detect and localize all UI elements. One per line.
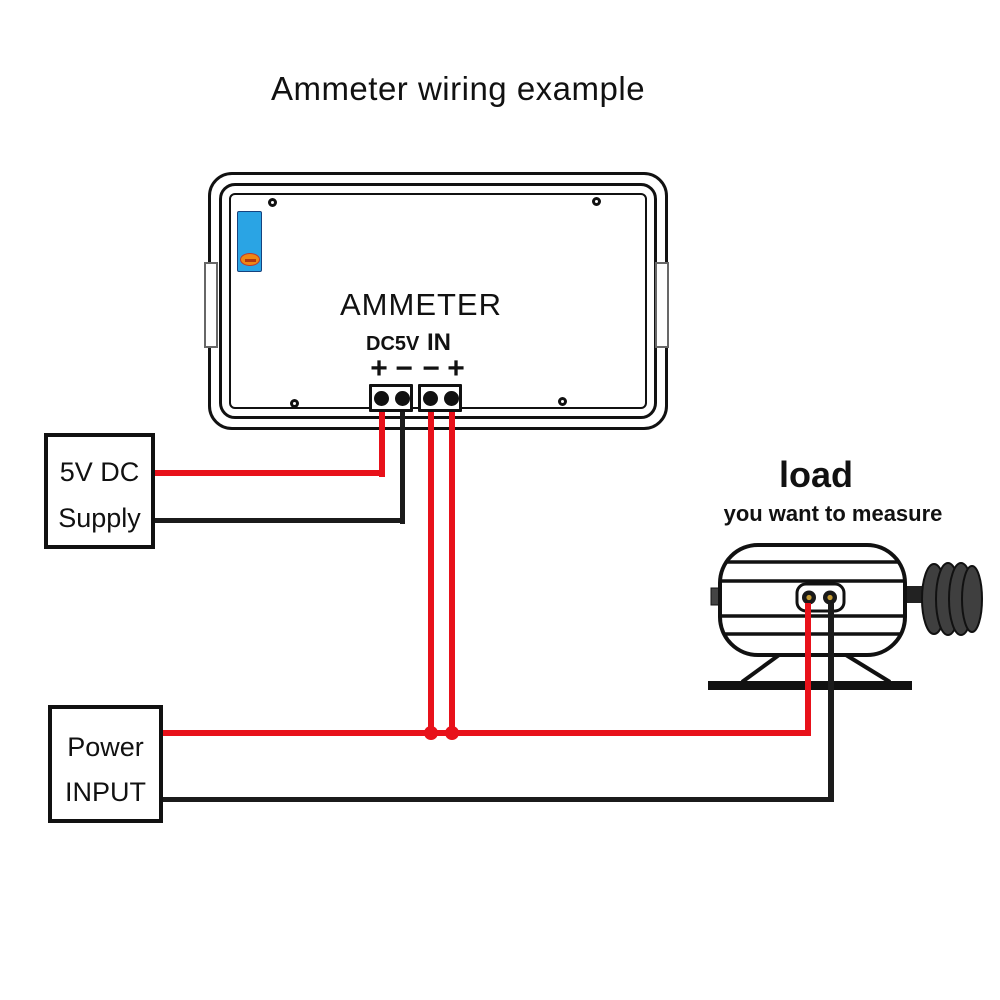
polarity-dc5v-minus: − [395,352,413,385]
screw-hole [558,397,567,406]
label-sticker [237,211,262,272]
terminal-pin-in-minus [423,391,438,406]
motor-leg-right [844,653,892,684]
wire-dc5v-negative-horizontal [155,518,405,523]
in-terminal-group-label: IN [427,329,451,356]
dc5v-terminal-group-label: DC5V [366,333,420,355]
supply-box: 5V DC Supply [44,433,155,549]
power-box-line1: Power [67,732,144,762]
ammeter-label: AMMETER [340,287,502,322]
supply-box-line2: Supply [58,503,141,533]
power-input-box: Power INPUT [48,705,163,823]
wire-junction-dot [424,726,438,740]
load-subtitle: you want to measure [723,501,943,526]
wire-load-negative-vertical [828,603,834,802]
wire-load-positive-vertical [805,603,811,736]
mounting-clip-left [204,262,218,348]
power-box-line2: INPUT [65,777,146,807]
motor-pulley [921,562,983,636]
wire-dc5v-positive-horizontal [155,470,385,476]
wire-in-minus-vertical [428,399,434,736]
terminal-pin-in-plus [444,391,459,406]
motor-illustration [708,543,983,690]
wire-power-negative-horizontal [163,797,834,802]
wire-in-plus-vertical [449,399,455,736]
diagram-title: Ammeter wiring example [270,70,646,107]
motor-leg-left [740,653,781,684]
motor-body-fins [720,560,905,636]
terminal-pin-dc5v-minus [395,391,410,406]
wire-power-positive-horizontal [163,730,811,736]
terminal-pin-dc5v-plus [374,391,389,406]
wire-dc5v-negative-vertical [400,399,405,524]
screw-hole [268,198,277,207]
wire-junction-dot [445,726,459,740]
mounting-clip-right [655,262,669,348]
supply-box-line1: 5V DC [59,457,140,487]
screw-hole [290,399,299,408]
screw-hole [592,197,601,206]
sticker-seal-icon [240,253,260,266]
wire-dc5v-positive-vertical [379,399,385,477]
polarity-in-plus: + [447,352,465,385]
polarity-in-minus: − [422,352,440,385]
polarity-dc5v-plus: + [370,352,388,385]
load-title: load [778,454,853,495]
